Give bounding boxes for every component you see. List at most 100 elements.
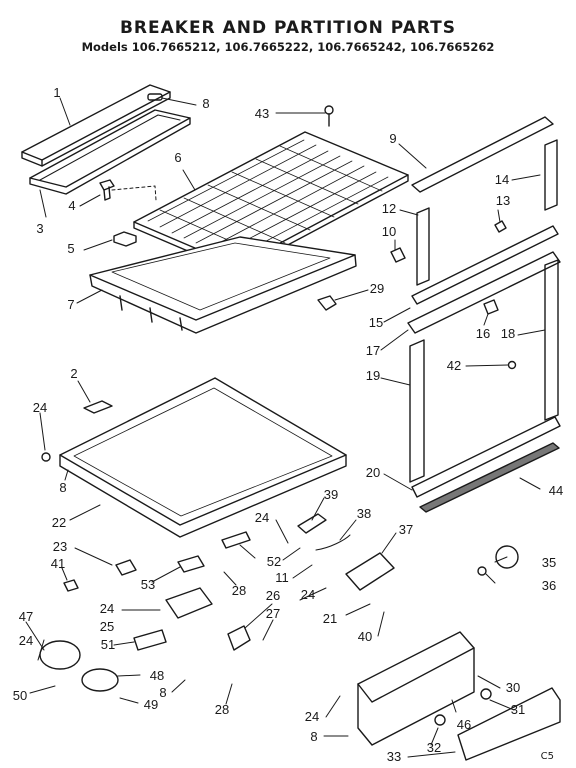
callout-24: 24 — [301, 587, 315, 602]
part-13-clip — [494, 220, 507, 233]
callout-29: 29 — [370, 281, 384, 296]
callout-37: 37 — [399, 522, 413, 537]
callout-17: 17 — [366, 343, 380, 358]
callout-16: 16 — [476, 326, 490, 341]
callout-4: 4 — [68, 198, 75, 213]
part-41-screw — [63, 579, 79, 592]
callout-22: 22 — [52, 515, 66, 530]
callout-38: 38 — [357, 506, 371, 521]
part-44-seal-strip — [419, 442, 560, 513]
callout-5: 5 — [67, 241, 74, 256]
callout-10: 10 — [382, 224, 396, 239]
part-48-knob — [81, 668, 119, 692]
callout-24: 24 — [19, 633, 33, 648]
callout-6: 6 — [174, 150, 181, 165]
callout-8: 8 — [310, 729, 317, 744]
part-26-switch — [227, 625, 251, 651]
callout-36: 36 — [542, 578, 556, 593]
part-33-cover — [457, 687, 561, 761]
callout-40: 40 — [358, 629, 372, 644]
callout-28: 28 — [215, 702, 229, 717]
part-15-rail — [411, 225, 559, 305]
part-17-18-frame — [407, 251, 561, 421]
callout-47: 47 — [19, 609, 33, 624]
part-8-clip — [147, 93, 163, 101]
callout-27: 27 — [266, 606, 280, 621]
callout-32: 32 — [427, 740, 441, 755]
part-1-trim-rail — [21, 84, 171, 167]
part-23-lamp — [115, 559, 137, 576]
part-10-hinge — [390, 247, 406, 263]
callout-2: 2 — [70, 366, 77, 381]
callout-24: 24 — [255, 510, 269, 525]
page-title: BREAKER AND PARTITION PARTS — [119, 18, 457, 38]
callout-31: 31 — [511, 702, 525, 717]
part-36-socket — [477, 566, 487, 576]
callout-24: 24 — [33, 400, 47, 415]
callout-23: 23 — [53, 539, 67, 554]
callout-1: 1 — [53, 85, 60, 100]
part-9-partition-strip — [411, 116, 554, 193]
callout-21: 21 — [323, 611, 337, 626]
callout-28: 28 — [232, 583, 246, 598]
part-2-block — [83, 400, 113, 414]
callout-53: 53 — [141, 577, 155, 592]
callout-8: 8 — [202, 96, 209, 111]
callout-15: 15 — [369, 315, 383, 330]
callout-35: 35 — [542, 555, 556, 570]
part-47-thermostat — [39, 640, 81, 670]
callout-48: 48 — [150, 668, 164, 683]
callout-52: 52 — [267, 554, 281, 569]
callout-24: 24 — [305, 709, 319, 724]
callout-8: 8 — [59, 480, 66, 495]
leader-lines — [25, 97, 546, 758]
part-39-probe — [297, 513, 327, 534]
callout-14: 14 — [495, 172, 509, 187]
part-51-terminal — [133, 629, 167, 651]
part-42-plug — [507, 360, 517, 370]
part-4-screw — [99, 179, 115, 201]
part-29-bracket — [317, 295, 337, 311]
callout-39: 39 — [324, 487, 338, 502]
part-20-rail — [411, 416, 561, 498]
part-7-tray-cover — [89, 236, 357, 334]
callout-24: 24 — [100, 601, 114, 616]
callout-50: 50 — [13, 688, 27, 703]
callout-19: 19 — [366, 368, 380, 383]
part-3-trim-rail — [29, 109, 191, 195]
part-52-bracket — [221, 531, 251, 549]
callout-41: 41 — [51, 556, 65, 571]
corner-code: C5 — [540, 751, 554, 762]
part-31-nut — [480, 688, 492, 700]
part-12-post — [416, 207, 430, 286]
part-30-housing — [357, 631, 475, 746]
model-list: Models 106.7665212, 106.7665222, 106.766… — [81, 40, 495, 54]
callout-12: 12 — [382, 201, 396, 216]
callout-42: 42 — [447, 358, 461, 373]
callout-49: 49 — [144, 697, 158, 712]
part-22-partition-panel — [59, 377, 347, 538]
callout-11: 11 — [275, 570, 289, 585]
callout-26: 26 — [266, 588, 280, 603]
callout-44: 44 — [549, 483, 563, 498]
callout-7: 7 — [67, 297, 74, 312]
part-37-housing — [345, 552, 395, 591]
part-25-bracket — [165, 587, 213, 619]
callout-25: 25 — [100, 619, 114, 634]
part-53-bracket — [177, 555, 205, 573]
callout-18: 18 — [501, 326, 515, 341]
part-24-cap — [41, 452, 51, 462]
callout-51: 51 — [101, 637, 115, 652]
part-5-block — [113, 231, 137, 247]
part-16-clip — [483, 299, 499, 315]
part-19-post — [409, 339, 425, 483]
callout-30: 30 — [506, 680, 520, 695]
callout-20: 20 — [366, 465, 380, 480]
callout-9: 9 — [389, 131, 396, 146]
part-43-screw — [324, 105, 334, 127]
callout-43: 43 — [255, 106, 269, 121]
part-32-nut — [434, 714, 446, 726]
callout-3: 3 — [36, 221, 43, 236]
callout-8: 8 — [159, 685, 166, 700]
